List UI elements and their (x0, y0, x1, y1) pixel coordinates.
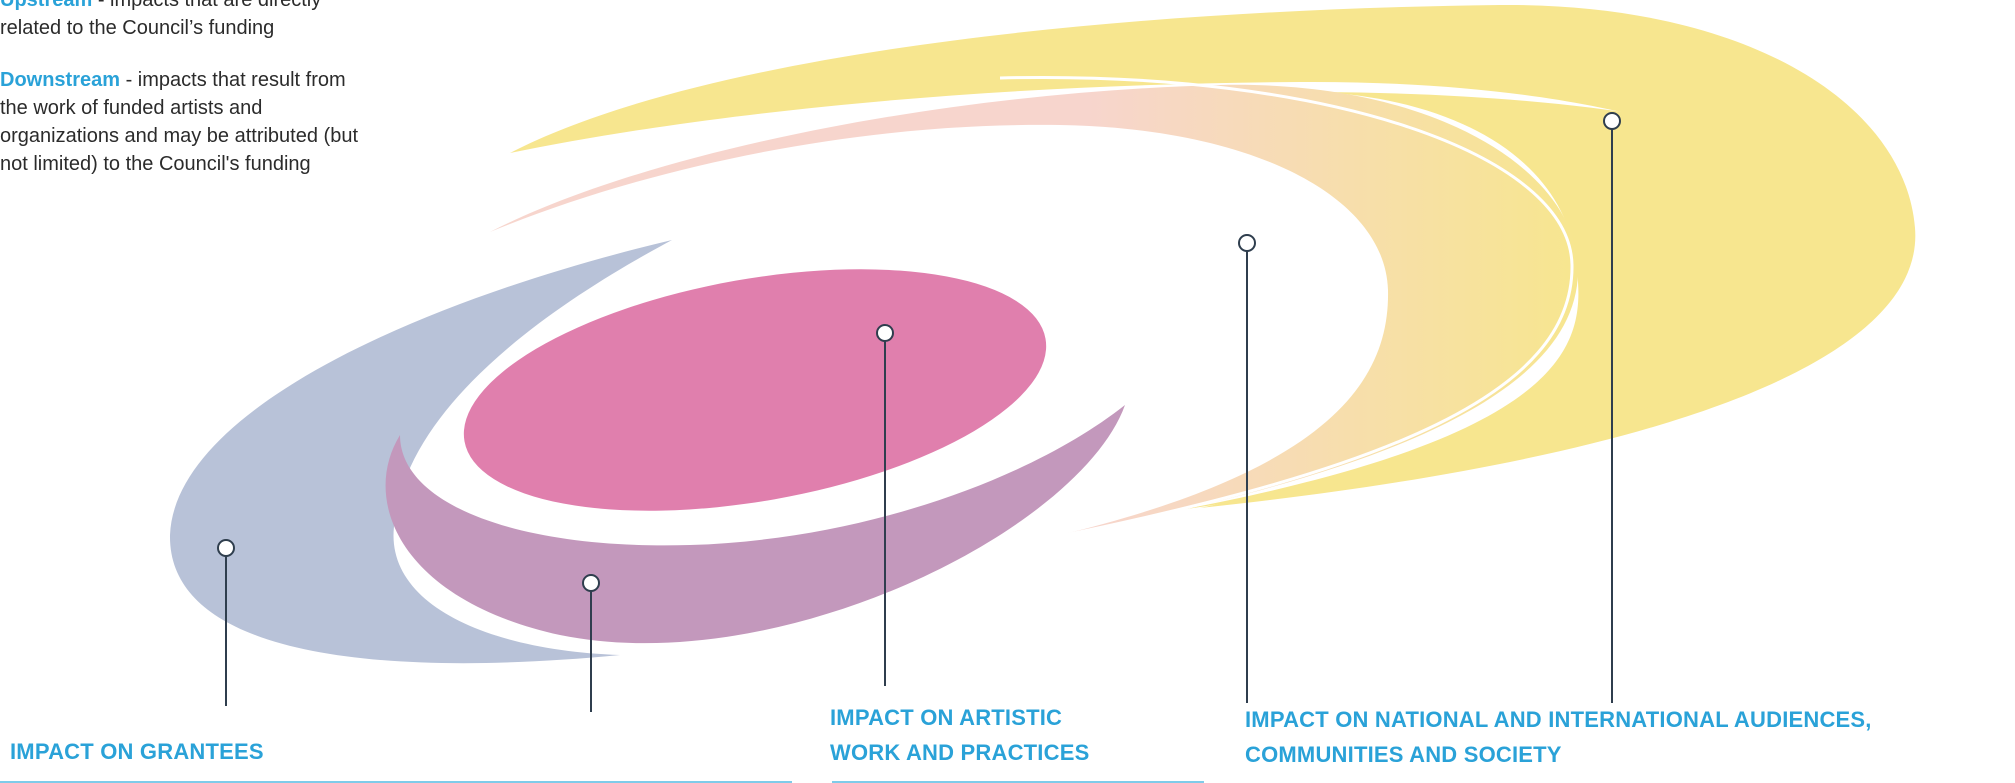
upstream-text: - impacts that are directly related to t… (0, 0, 322, 39)
artistic-node (876, 324, 894, 342)
downstream-term: Downstream (0, 69, 121, 91)
upstream-definition: Upstream - impacts that are directly rel… (0, 0, 370, 42)
communities-node (1238, 234, 1256, 252)
audiences-node (1603, 112, 1621, 130)
label-impact-on-audiences: IMPACT ON NATIONAL AND INTERNATIONAL AUD… (1245, 702, 1872, 772)
grantees-node (217, 539, 235, 557)
artistic-core (463, 269, 1047, 511)
audiences-label-line-1: IMPACT ON NATIONAL AND INTERNATIONAL AUD… (1245, 707, 1872, 732)
communities-edge-line (999, 75, 1574, 538)
downstream-definition: Downstream - impacts that result from th… (0, 66, 370, 178)
organizations-swoosh (385, 405, 1125, 644)
label-impact-on-grantees: IMPACT ON GRANTEES (10, 734, 264, 769)
artistic-label-line-2: WORK AND PRACTICES (830, 740, 1090, 765)
downstream-text: - impacts that result from the work of f… (0, 69, 358, 175)
grantees-label-text: IMPACT ON GRANTEES (10, 739, 264, 764)
organizations-node (582, 574, 600, 592)
label-impact-on-artistic-work: IMPACT ON ARTISTIC WORK AND PRACTICES (830, 700, 1089, 770)
audiences-body (1180, 92, 1880, 510)
artistic-label-line-1: IMPACT ON ARTISTIC (830, 705, 1063, 730)
upstream-term: Upstream (0, 0, 93, 11)
audiences-label-line-2: COMMUNITIES AND SOCIETY (1245, 742, 1562, 767)
grantees-swoosh (169, 240, 673, 664)
